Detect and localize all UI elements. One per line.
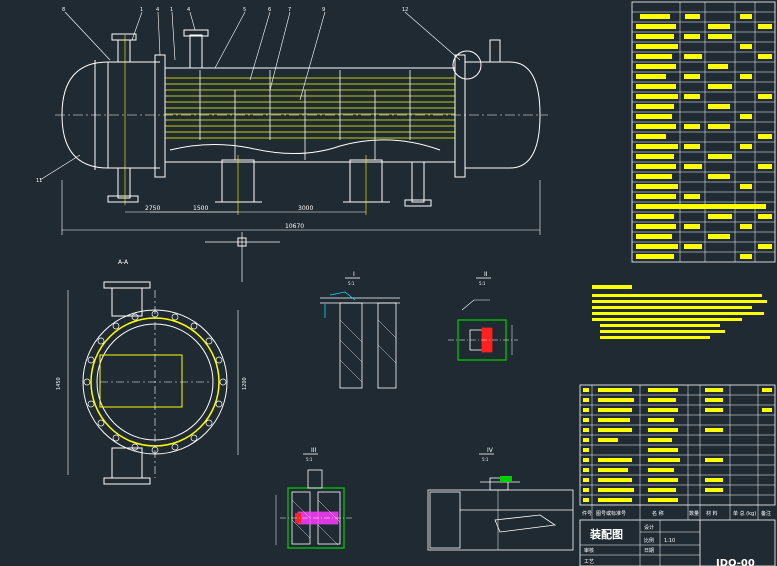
svg-text:II: II xyxy=(484,271,488,278)
main-elevation-view: 8 1 4 1 4 5 6 7 9 12 11 10670 2750 1500 xyxy=(36,7,548,282)
svg-text:5:1: 5:1 xyxy=(482,457,489,462)
ratio-value: 1:10 xyxy=(664,538,675,544)
svg-text:5:1: 5:1 xyxy=(479,281,486,286)
bom-col-name: 名 称 xyxy=(652,510,664,517)
bom-col-no: 件号 xyxy=(582,510,592,517)
svg-text:III: III xyxy=(311,447,317,454)
svg-text:6: 6 xyxy=(268,7,271,13)
svg-text:12: 12 xyxy=(402,7,408,13)
detail-iv: IV 5:1 xyxy=(427,447,574,551)
drawing-title: 装配图 xyxy=(589,527,623,541)
dim-c: 3000 xyxy=(298,205,313,212)
technical-notes xyxy=(592,285,767,339)
bom-col-note: 备注 xyxy=(761,510,771,517)
dim-overall: 10670 xyxy=(285,223,304,230)
title-block: 装配图 设计 比例 1:10 审核 日期 工艺 JDQ-00 xyxy=(579,519,776,566)
svg-text:5: 5 xyxy=(243,7,246,13)
design-label: 设计 xyxy=(644,524,654,531)
bom-col-material: 材 料 xyxy=(706,510,718,517)
svg-text:8: 8 xyxy=(62,7,65,13)
dim-height: 1450 xyxy=(56,377,62,390)
svg-text:IV: IV xyxy=(487,447,494,454)
svg-text:5:1: 5:1 xyxy=(348,281,355,286)
dim-a: 2750 xyxy=(145,205,160,212)
svg-text:4: 4 xyxy=(187,7,190,13)
svg-text:11: 11 xyxy=(36,178,42,184)
drawing-number: JDQ-00 xyxy=(715,558,755,566)
svg-text:1: 1 xyxy=(170,7,173,13)
bom-table: 件号 图号或标准号 名 称 数量 材 料 单 总 (kg) 备注 xyxy=(579,384,776,520)
review-label: 审核 xyxy=(584,547,594,554)
detail-i: I 5:1 xyxy=(320,271,400,389)
bom-col-qty: 数量 xyxy=(689,510,699,517)
section-view-a-a: A-A 1450 1200 xyxy=(56,259,248,485)
bom-col-weight: 单 总 (kg) xyxy=(733,510,756,517)
svg-text:9: 9 xyxy=(322,7,325,13)
dim-width: 1200 xyxy=(242,377,248,390)
bom-col-std: 图号或标准号 xyxy=(596,510,626,517)
svg-text:7: 7 xyxy=(288,7,291,13)
svg-text:4: 4 xyxy=(156,7,159,13)
date-label: 日期 xyxy=(644,548,654,554)
tech-spec-table xyxy=(631,1,776,263)
svg-text:I: I xyxy=(353,271,355,278)
detail-ii: II 5:1 xyxy=(448,271,518,361)
svg-text:5:1: 5:1 xyxy=(306,457,313,462)
section-label: A-A xyxy=(118,259,129,266)
svg-text:1: 1 xyxy=(140,7,143,13)
ratio-label: 比例 xyxy=(644,537,654,544)
dim-b: 1500 xyxy=(193,205,208,212)
process-label: 工艺 xyxy=(584,559,594,565)
detail-iii: III 5:1 xyxy=(275,447,352,549)
